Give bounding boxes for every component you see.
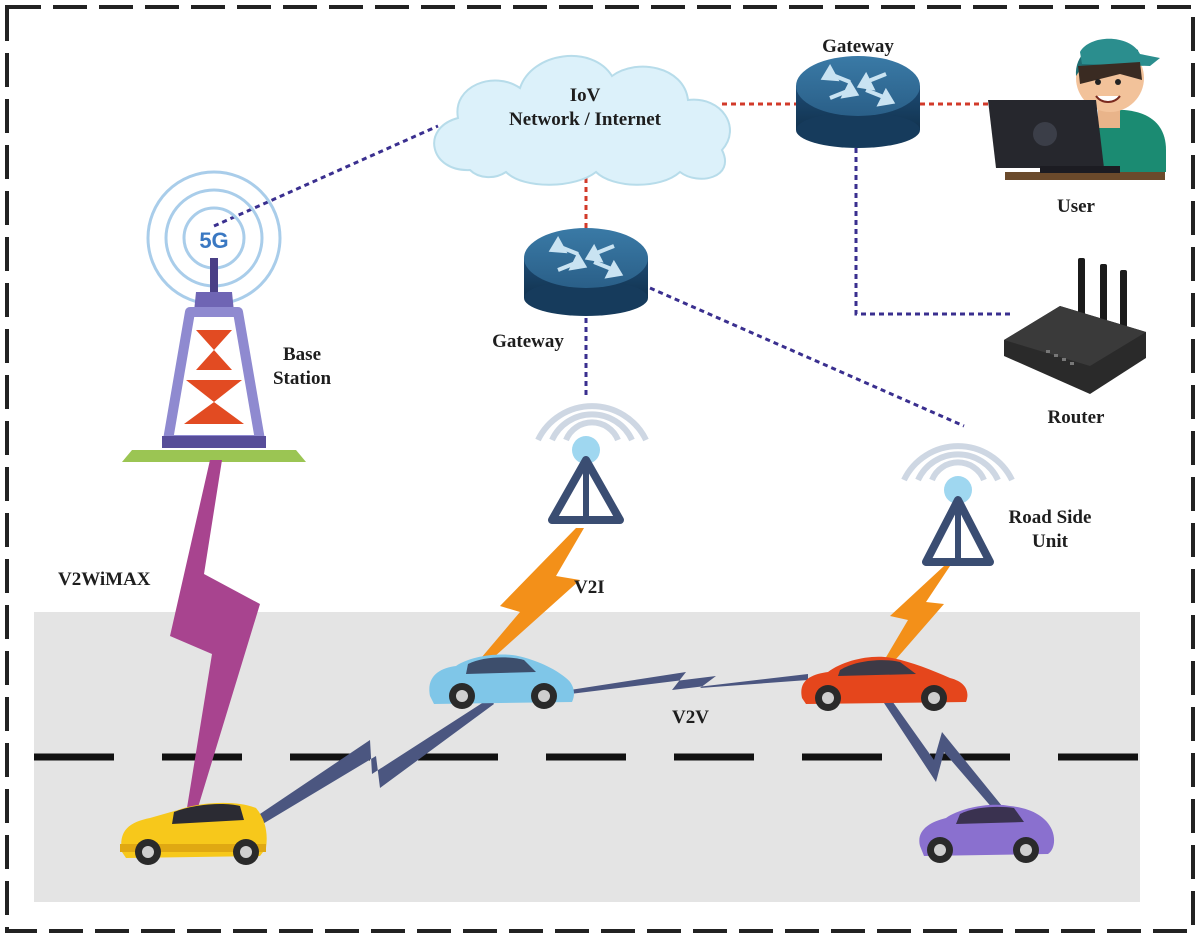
bolt-v2v: [570, 672, 808, 694]
gateway-icon-middle: [524, 228, 648, 316]
cloud-label-line2: Network / Internet: [509, 109, 661, 130]
rsu-label-line2: Unit: [1032, 531, 1068, 552]
rsu-label: Road Side Unit: [990, 506, 1110, 554]
bolt-v2wimax: [170, 460, 260, 814]
base-station-label-line1: Base: [283, 344, 321, 365]
cloud-label: IoV Network / Internet: [480, 84, 690, 132]
cloud-icon: [433, 54, 731, 186]
rsu-antenna-icon-right: [901, 443, 1015, 566]
v2wimax-label: V2WiMAX: [58, 569, 151, 590]
gateway-top-label: Gateway: [822, 36, 894, 57]
v2v-label: V2V: [672, 707, 709, 728]
router-label: Router: [1047, 407, 1105, 428]
user-icon: [988, 38, 1166, 180]
link-gateway-router: [854, 148, 1010, 316]
cloud-label-line1: IoV: [569, 85, 601, 106]
v2i-label: V2I: [574, 577, 605, 598]
rsu-antenna-icon-middle: [535, 403, 649, 524]
router-icon: [1004, 258, 1146, 394]
diagram-frame: [5, 5, 1195, 933]
car-icon-blue: [429, 654, 574, 709]
base-station-label-line2: Station: [272, 368, 332, 389]
link-gateway-rsu: [649, 286, 965, 428]
tower-5g-badge: 5G: [199, 228, 228, 253]
rsu-label-line1: Road Side: [1008, 507, 1092, 528]
base-station-icon: 5G: [122, 170, 306, 462]
car-icon-yellow: [120, 802, 267, 865]
bolt-rsu: [882, 566, 950, 666]
base-station-label: Base Station: [258, 343, 346, 391]
link-tower-cloud: [213, 124, 439, 228]
bolts: [170, 460, 1002, 828]
bolt-red-purple: [882, 698, 1002, 810]
user-label: User: [1057, 196, 1095, 217]
bolt-yellow-blue: [248, 698, 494, 828]
gateway-middle-label: Gateway: [492, 331, 564, 352]
bolt-v2i: [476, 528, 584, 666]
gateway-icon-top: [796, 56, 920, 148]
car-icon-red: [801, 656, 968, 711]
car-icon-purple: [919, 804, 1055, 863]
